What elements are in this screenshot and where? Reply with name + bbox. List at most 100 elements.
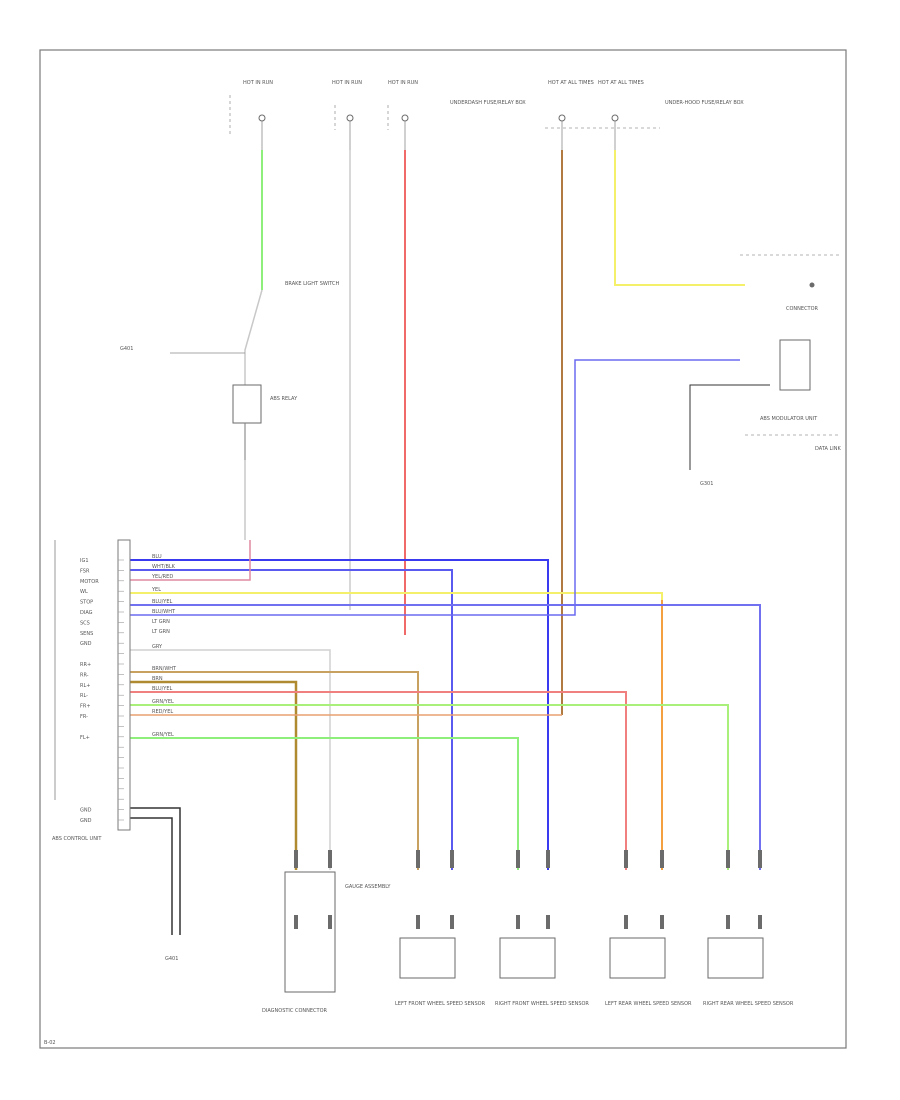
- wire-gnd2: [130, 817, 173, 935]
- data-link-label: DATA LINK: [815, 446, 841, 452]
- brake-switch-group: BRAKE LIGHT SWITCH G401 ABS RELAY: [120, 281, 340, 460]
- connector-pin: [726, 850, 730, 868]
- sensor-1-box: [399, 937, 456, 979]
- wire-color-label: BRN/WHT: [152, 666, 177, 672]
- wire-h7: [130, 649, 331, 870]
- diag-connector-box: [284, 871, 336, 993]
- sensor-pin: [726, 915, 730, 929]
- fuse-3-note: UNDERDASH FUSE/RELAY BOX: [450, 100, 526, 106]
- wire-color-label: BLU/YEL: [152, 599, 173, 605]
- wire-h1: [130, 559, 549, 870]
- wire-color-label: YEL: [151, 587, 161, 593]
- module-left-label: ABS CONTROL UNIT: [52, 836, 102, 842]
- wire-label-list: BLU WHT/BLK YEL/RED YEL BLU/YEL BLU/WHT LT GRN…: [151, 554, 177, 738]
- sensor-pin: [516, 915, 520, 929]
- fuse-group: HOT IN RUN HOT IN RUN HOT IN RUN UNDERDA…: [229, 80, 744, 150]
- pin-label: FR-: [80, 714, 88, 720]
- wire-h6: [130, 359, 740, 616]
- wire-h10: [130, 691, 627, 870]
- connector-pin: [294, 850, 298, 868]
- wire-brake: [244, 289, 263, 540]
- wire-h5: [130, 604, 761, 870]
- bottom-left-label: B-02: [44, 1040, 56, 1046]
- sensor-pin: [294, 915, 298, 929]
- connector-pin: [660, 850, 664, 868]
- wire-h3: [130, 540, 251, 581]
- data-link-group: ABS MODULATOR UNIT DATA LINK CONNECTOR G…: [700, 254, 841, 487]
- sensor-3-label: LEFT REAR WHEEL SPEED SENSOR: [605, 1001, 692, 1007]
- ground-2-label: G401: [165, 956, 178, 962]
- pin-label: FL+: [80, 735, 90, 741]
- wire-layer: [130, 150, 770, 935]
- connector-pin: [624, 850, 628, 868]
- sensor-2-label: RIGHT FRONT WHEEL SPEED SENSOR: [495, 1001, 589, 1007]
- sensor-3-box: [609, 937, 666, 979]
- pin-label: SENS: [80, 631, 93, 637]
- pin-label: IG1: [80, 558, 89, 564]
- wire-gnd1: [130, 807, 181, 935]
- connector-pin: [516, 850, 520, 868]
- abs-unit-label: ABS MODULATOR UNIT: [760, 416, 818, 422]
- ground-1-label: G301: [700, 481, 713, 487]
- sensor-pin: [758, 915, 762, 929]
- abs-unit-box: [779, 339, 811, 391]
- data-link-connector-icon: [809, 282, 815, 288]
- pin-label: STOP: [80, 600, 93, 606]
- fuse-2-label: HOT IN RUN: [332, 80, 362, 86]
- pin-label: FSR: [80, 568, 90, 574]
- brake-switch-label: BRAKE LIGHT SWITCH: [285, 281, 340, 287]
- wire-color-label: RED/YEL: [152, 709, 173, 715]
- pin-label: SCS: [80, 620, 90, 626]
- wire-h13: [130, 737, 519, 870]
- pin-label: RR+: [80, 662, 91, 668]
- pin-label: GND: [80, 808, 92, 814]
- wire-h2: [130, 569, 453, 870]
- wire-color-label: GRN/YEL: [152, 732, 174, 738]
- fuse-3-icon: [401, 114, 409, 122]
- sensor-pin: [416, 915, 420, 929]
- wire-color-label: LT GRN: [152, 629, 170, 635]
- wire-color-label: GRY: [152, 644, 163, 650]
- pin-label: RL+: [80, 683, 90, 689]
- wire-h9: [130, 680, 298, 870]
- sensor-2-box: [499, 937, 556, 979]
- connector-pin: [758, 850, 762, 868]
- wire-h4: [130, 592, 663, 870]
- connector-note: CONNECTOR: [786, 306, 819, 312]
- connector-pin: [416, 850, 420, 868]
- speedo-label: GAUGE ASSEMBLY: [345, 884, 391, 890]
- wire-color-label: GRN/YEL: [152, 699, 174, 705]
- sensor-pin: [660, 915, 664, 929]
- wire-fuse5: [614, 150, 745, 286]
- sensor-pin: [328, 915, 332, 929]
- pin-label: DIAG: [80, 610, 93, 616]
- diagram-frame: [39, 49, 847, 1049]
- sensor-pin: [450, 915, 454, 929]
- wire-color-label: BRN: [152, 676, 163, 682]
- pin-label: MOTOR: [80, 579, 99, 585]
- pin-label: GND: [80, 641, 92, 647]
- wire-color-label: LT GRN: [152, 619, 170, 625]
- sensor-pin: [546, 915, 550, 929]
- abs-relay-box: [232, 384, 262, 424]
- center-connector-label: DIAGNOSTIC CONNECTOR: [262, 1008, 328, 1014]
- fuse-5-label: HOT AT ALL TIMES: [598, 80, 644, 86]
- connector-pin: [450, 850, 454, 868]
- wire-color-label: BLU: [152, 554, 162, 560]
- wire-color-label: BLU/YEL: [152, 686, 173, 692]
- pin-label: RR-: [80, 672, 89, 678]
- fuse-4-label: HOT AT ALL TIMES: [548, 80, 594, 86]
- wire-color-label: WHT/BLK: [152, 564, 176, 570]
- wire-h11: [130, 704, 729, 870]
- fuse-2-icon: [346, 114, 354, 122]
- wire-color-label: BLU/WHT: [152, 609, 176, 615]
- fuse-5-icon: [611, 114, 619, 122]
- g-label: G401: [120, 346, 133, 352]
- pin-label: WL: [80, 589, 88, 595]
- sensor-group: LEFT FRONT WHEEL SPEED SENSOR RIGHT FRON…: [44, 871, 794, 1046]
- fuse-4-icon: [558, 114, 566, 122]
- wire-color-label: YEL/RED: [151, 574, 173, 580]
